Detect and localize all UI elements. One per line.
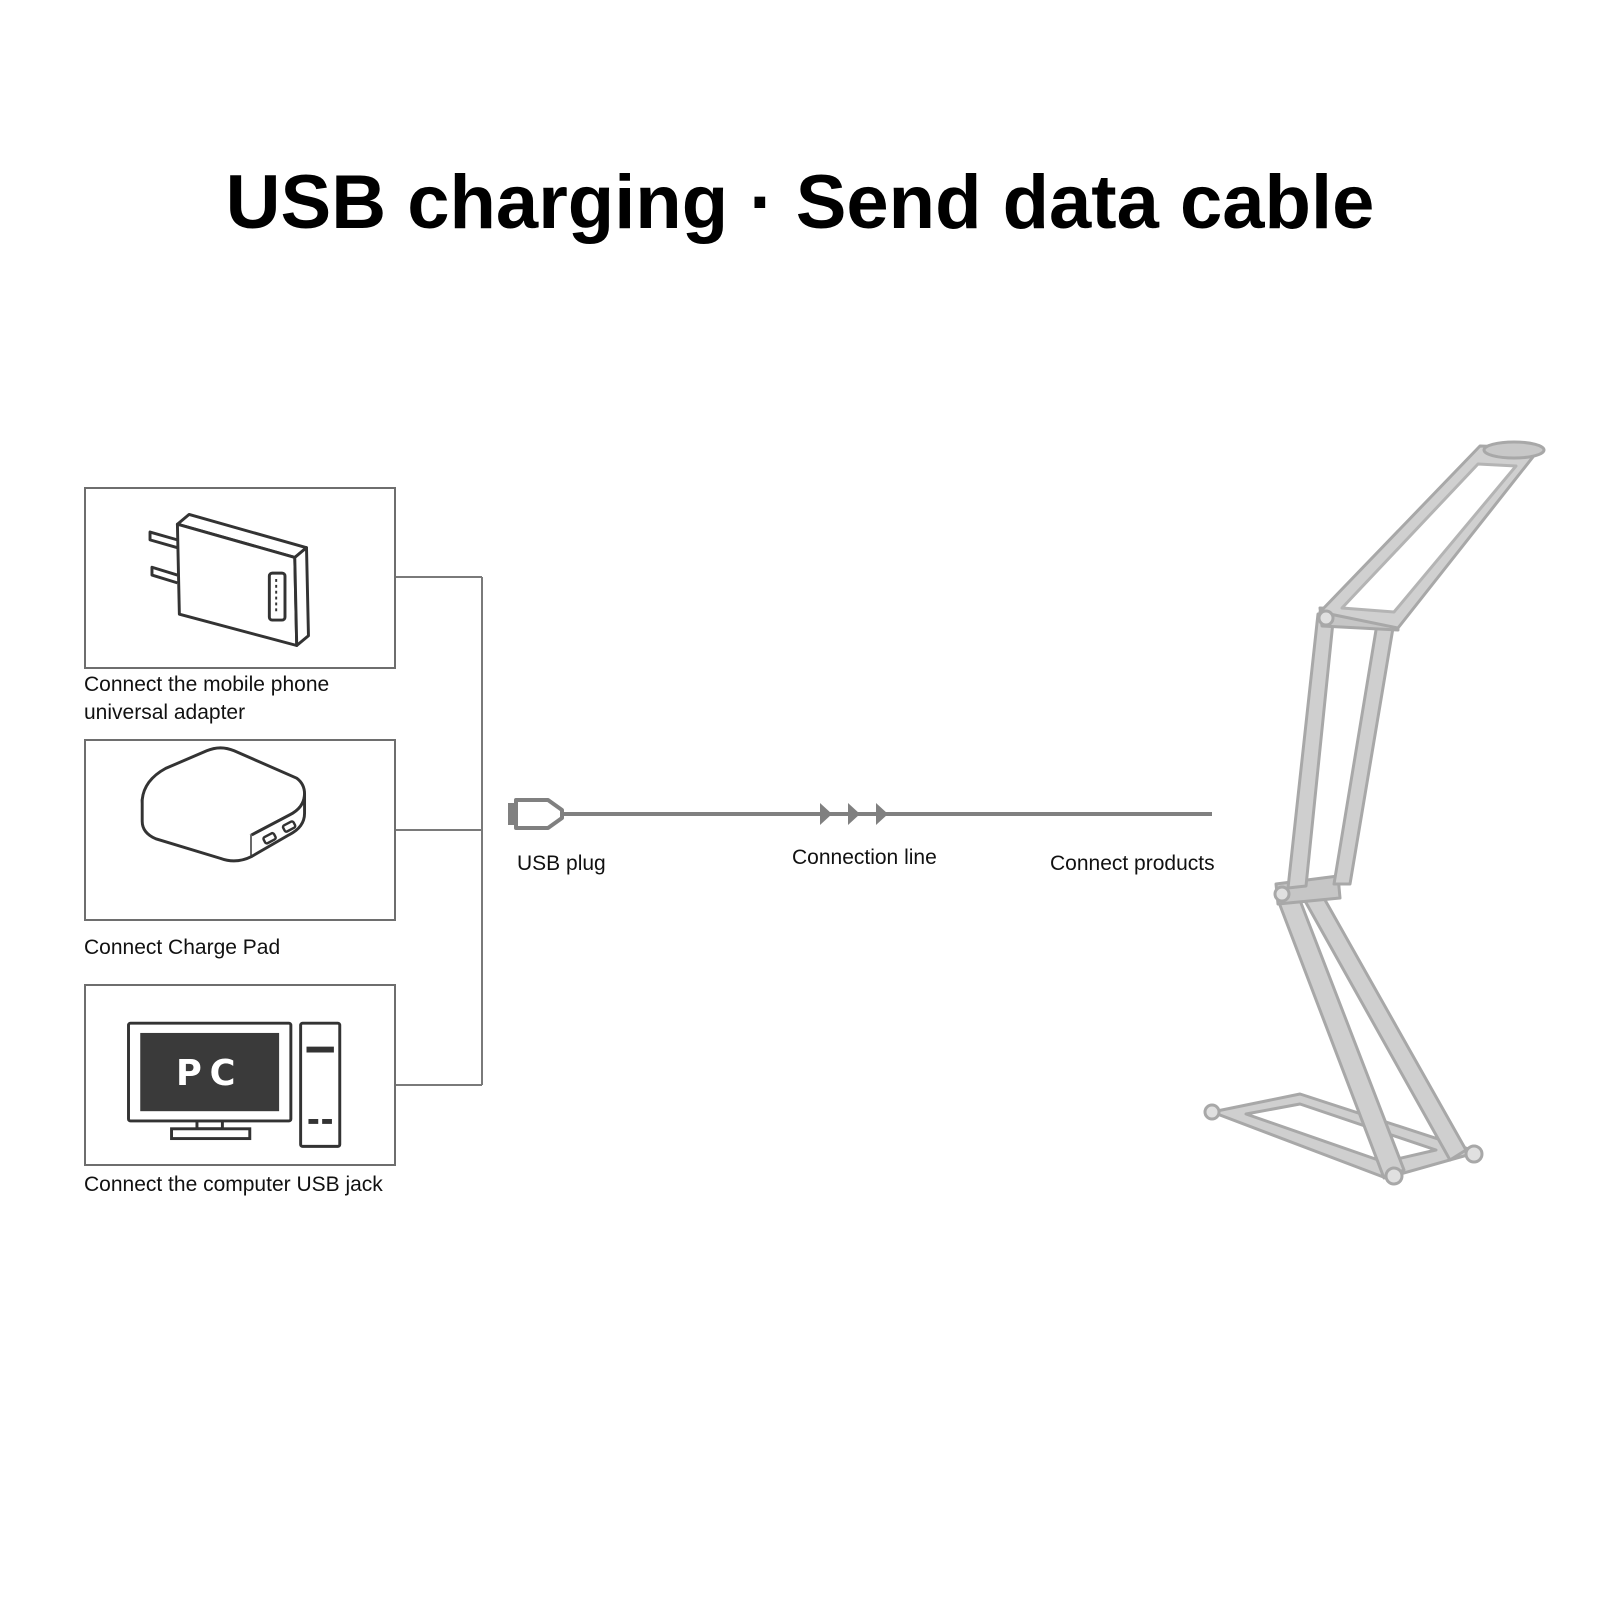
computer-icon: PC [127,1021,342,1148]
adapter-caption: Connect the mobile phone universal adapt… [84,673,330,724]
charge-pad-caption: Connect Charge Pad [84,936,281,959]
folding-desk-lamp-icon [1203,440,1546,1186]
adapter-box [84,487,396,669]
pc-screen-text: PC [176,1053,243,1094]
pc-caption: Connect the computer USB jack [84,1173,383,1196]
connect-products-label: Connect products [1050,852,1215,875]
source-bracket [396,576,483,1086]
flow-arrows-icon [820,803,888,825]
power-bank-icon [140,746,307,863]
usb-plug-icon [508,798,564,830]
page-title: USB charging · Send data cable [225,160,1375,245]
charge-pad-box [84,739,396,921]
usb-plug-label: USB plug [517,852,606,875]
wall-adapter-icon [148,512,310,647]
pc-box: PC [84,984,396,1166]
connection-line-label: Connection line [792,846,937,869]
